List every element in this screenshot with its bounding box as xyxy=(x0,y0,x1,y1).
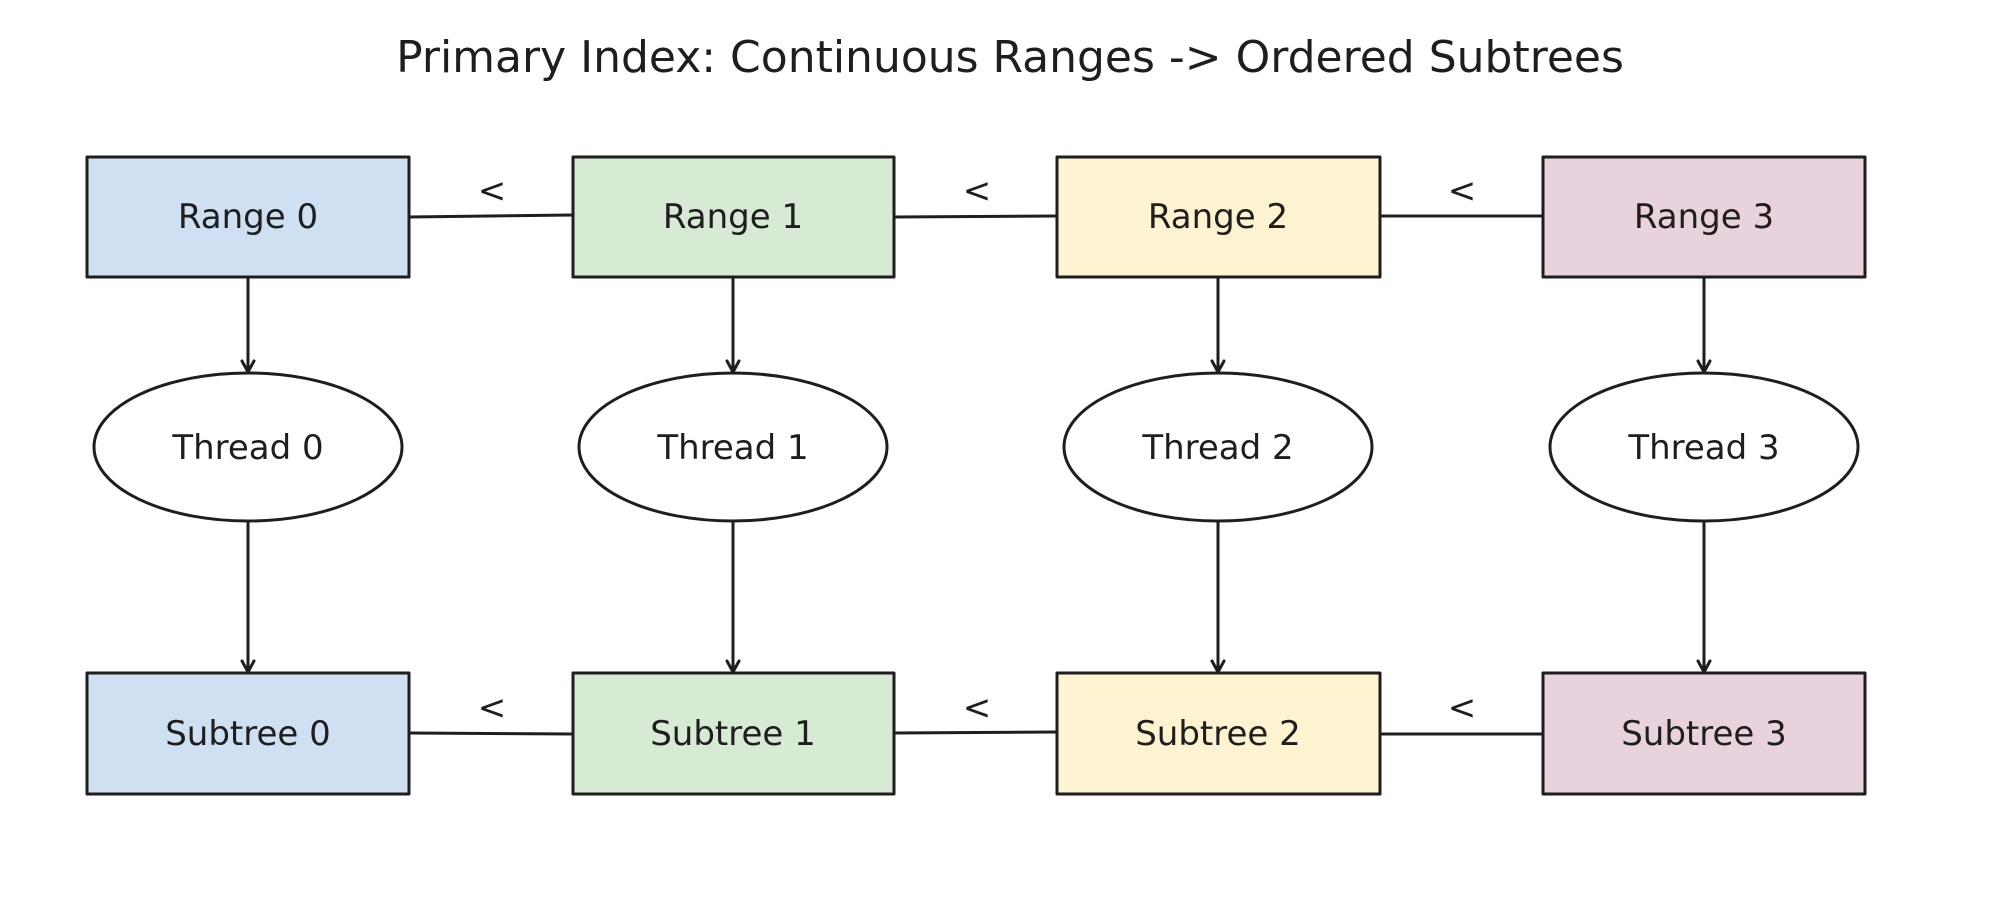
thread-label-3: Thread 3 xyxy=(1627,428,1779,468)
range-label-1: Range 1 xyxy=(663,197,803,237)
range-label-2: Range 2 xyxy=(1148,197,1288,237)
diagram-title: Primary Index: Continuous Ranges -> Orde… xyxy=(396,32,1624,83)
range-box-3[interactable] xyxy=(1541,155,1867,279)
range-order-symbol-1-2: < xyxy=(963,171,992,211)
range-label-3: Range 3 xyxy=(1634,197,1774,237)
column-0: Range 0 Thread 0 Subtree 0 xyxy=(85,155,411,796)
thread-label-2: Thread 2 xyxy=(1141,428,1293,468)
column-3: Range 3 Thread 3 Subtree 3 xyxy=(1541,155,1867,796)
subtree-connector-1-2 xyxy=(892,730,1059,735)
thread-node-1[interactable] xyxy=(577,371,889,523)
range-label-0: Range 0 xyxy=(178,197,318,237)
thread-node-3[interactable] xyxy=(1548,371,1860,523)
range-order-symbol-2-3: < xyxy=(1448,171,1477,211)
range-connector-1-2 xyxy=(892,214,1059,219)
subtree-order-symbol-0-1: < xyxy=(478,688,507,728)
subtree-box-3[interactable] xyxy=(1541,671,1867,796)
subtree-order-symbol-1-2: < xyxy=(963,688,992,728)
subtree-label-2: Subtree 2 xyxy=(1135,714,1301,754)
subtree-connector-0-1 xyxy=(407,731,575,736)
range-order-symbol-0-1: < xyxy=(478,171,507,211)
range-connector-0-1 xyxy=(407,213,575,219)
range-box-1[interactable] xyxy=(571,155,896,279)
column-2: Range 2 Thread 2 Subtree 2 xyxy=(1055,155,1382,796)
range-box-0[interactable] xyxy=(85,155,411,279)
range-connectors: < < < xyxy=(407,171,1545,219)
subtree-box-1[interactable] xyxy=(571,671,896,796)
thread-label-0: Thread 0 xyxy=(171,428,323,468)
subtree-label-1: Subtree 1 xyxy=(650,714,816,754)
range-box-2[interactable] xyxy=(1055,155,1382,279)
subtree-box-2[interactable] xyxy=(1055,671,1382,796)
thread-node-0[interactable] xyxy=(92,371,404,523)
column-1: Range 1 Thread 1 Subtree 1 xyxy=(571,155,896,796)
thread-node-2[interactable] xyxy=(1062,371,1374,523)
subtree-label-3: Subtree 3 xyxy=(1621,714,1787,754)
subtree-connectors: < < < xyxy=(407,688,1545,736)
subtree-box-0[interactable] xyxy=(85,671,411,796)
subtree-order-symbol-2-3: < xyxy=(1448,688,1477,728)
thread-label-1: Thread 1 xyxy=(656,428,808,468)
subtree-label-0: Subtree 0 xyxy=(165,714,331,754)
